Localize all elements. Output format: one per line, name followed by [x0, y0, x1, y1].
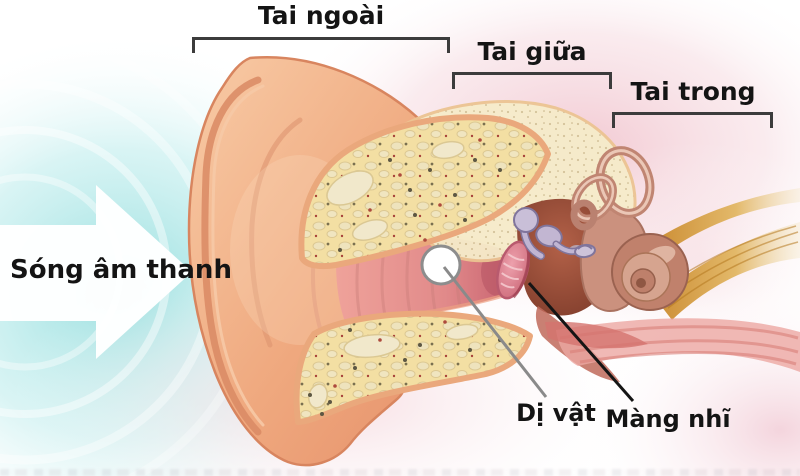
label-middle-ear: Tai giữa — [477, 37, 587, 66]
bracket-outer-ear — [192, 37, 450, 53]
bracket-middle-ear — [452, 72, 612, 89]
label-sound-wave: Sóng âm thanh — [10, 255, 232, 285]
sound-wave-arrow — [0, 185, 192, 359]
upper-bone — [298, 114, 551, 270]
cropped-text-strip — [0, 469, 800, 476]
leader-line-eardrum — [527, 282, 635, 402]
bracket-inner-ear — [612, 112, 773, 128]
label-eardrum: Màng nhĩ — [605, 405, 731, 433]
leader-line-foreign-object — [442, 266, 548, 398]
lower-bone — [293, 310, 533, 425]
ossicles — [513, 207, 596, 260]
cochlea — [611, 233, 689, 311]
eardrum-membrane — [496, 240, 531, 300]
label-inner-ear: Tai trong — [630, 77, 756, 106]
muscle-tissue — [545, 318, 800, 372]
label-outer-ear: Tai ngoài — [257, 1, 385, 30]
label-foreign-object: Dị vật — [516, 399, 596, 427]
